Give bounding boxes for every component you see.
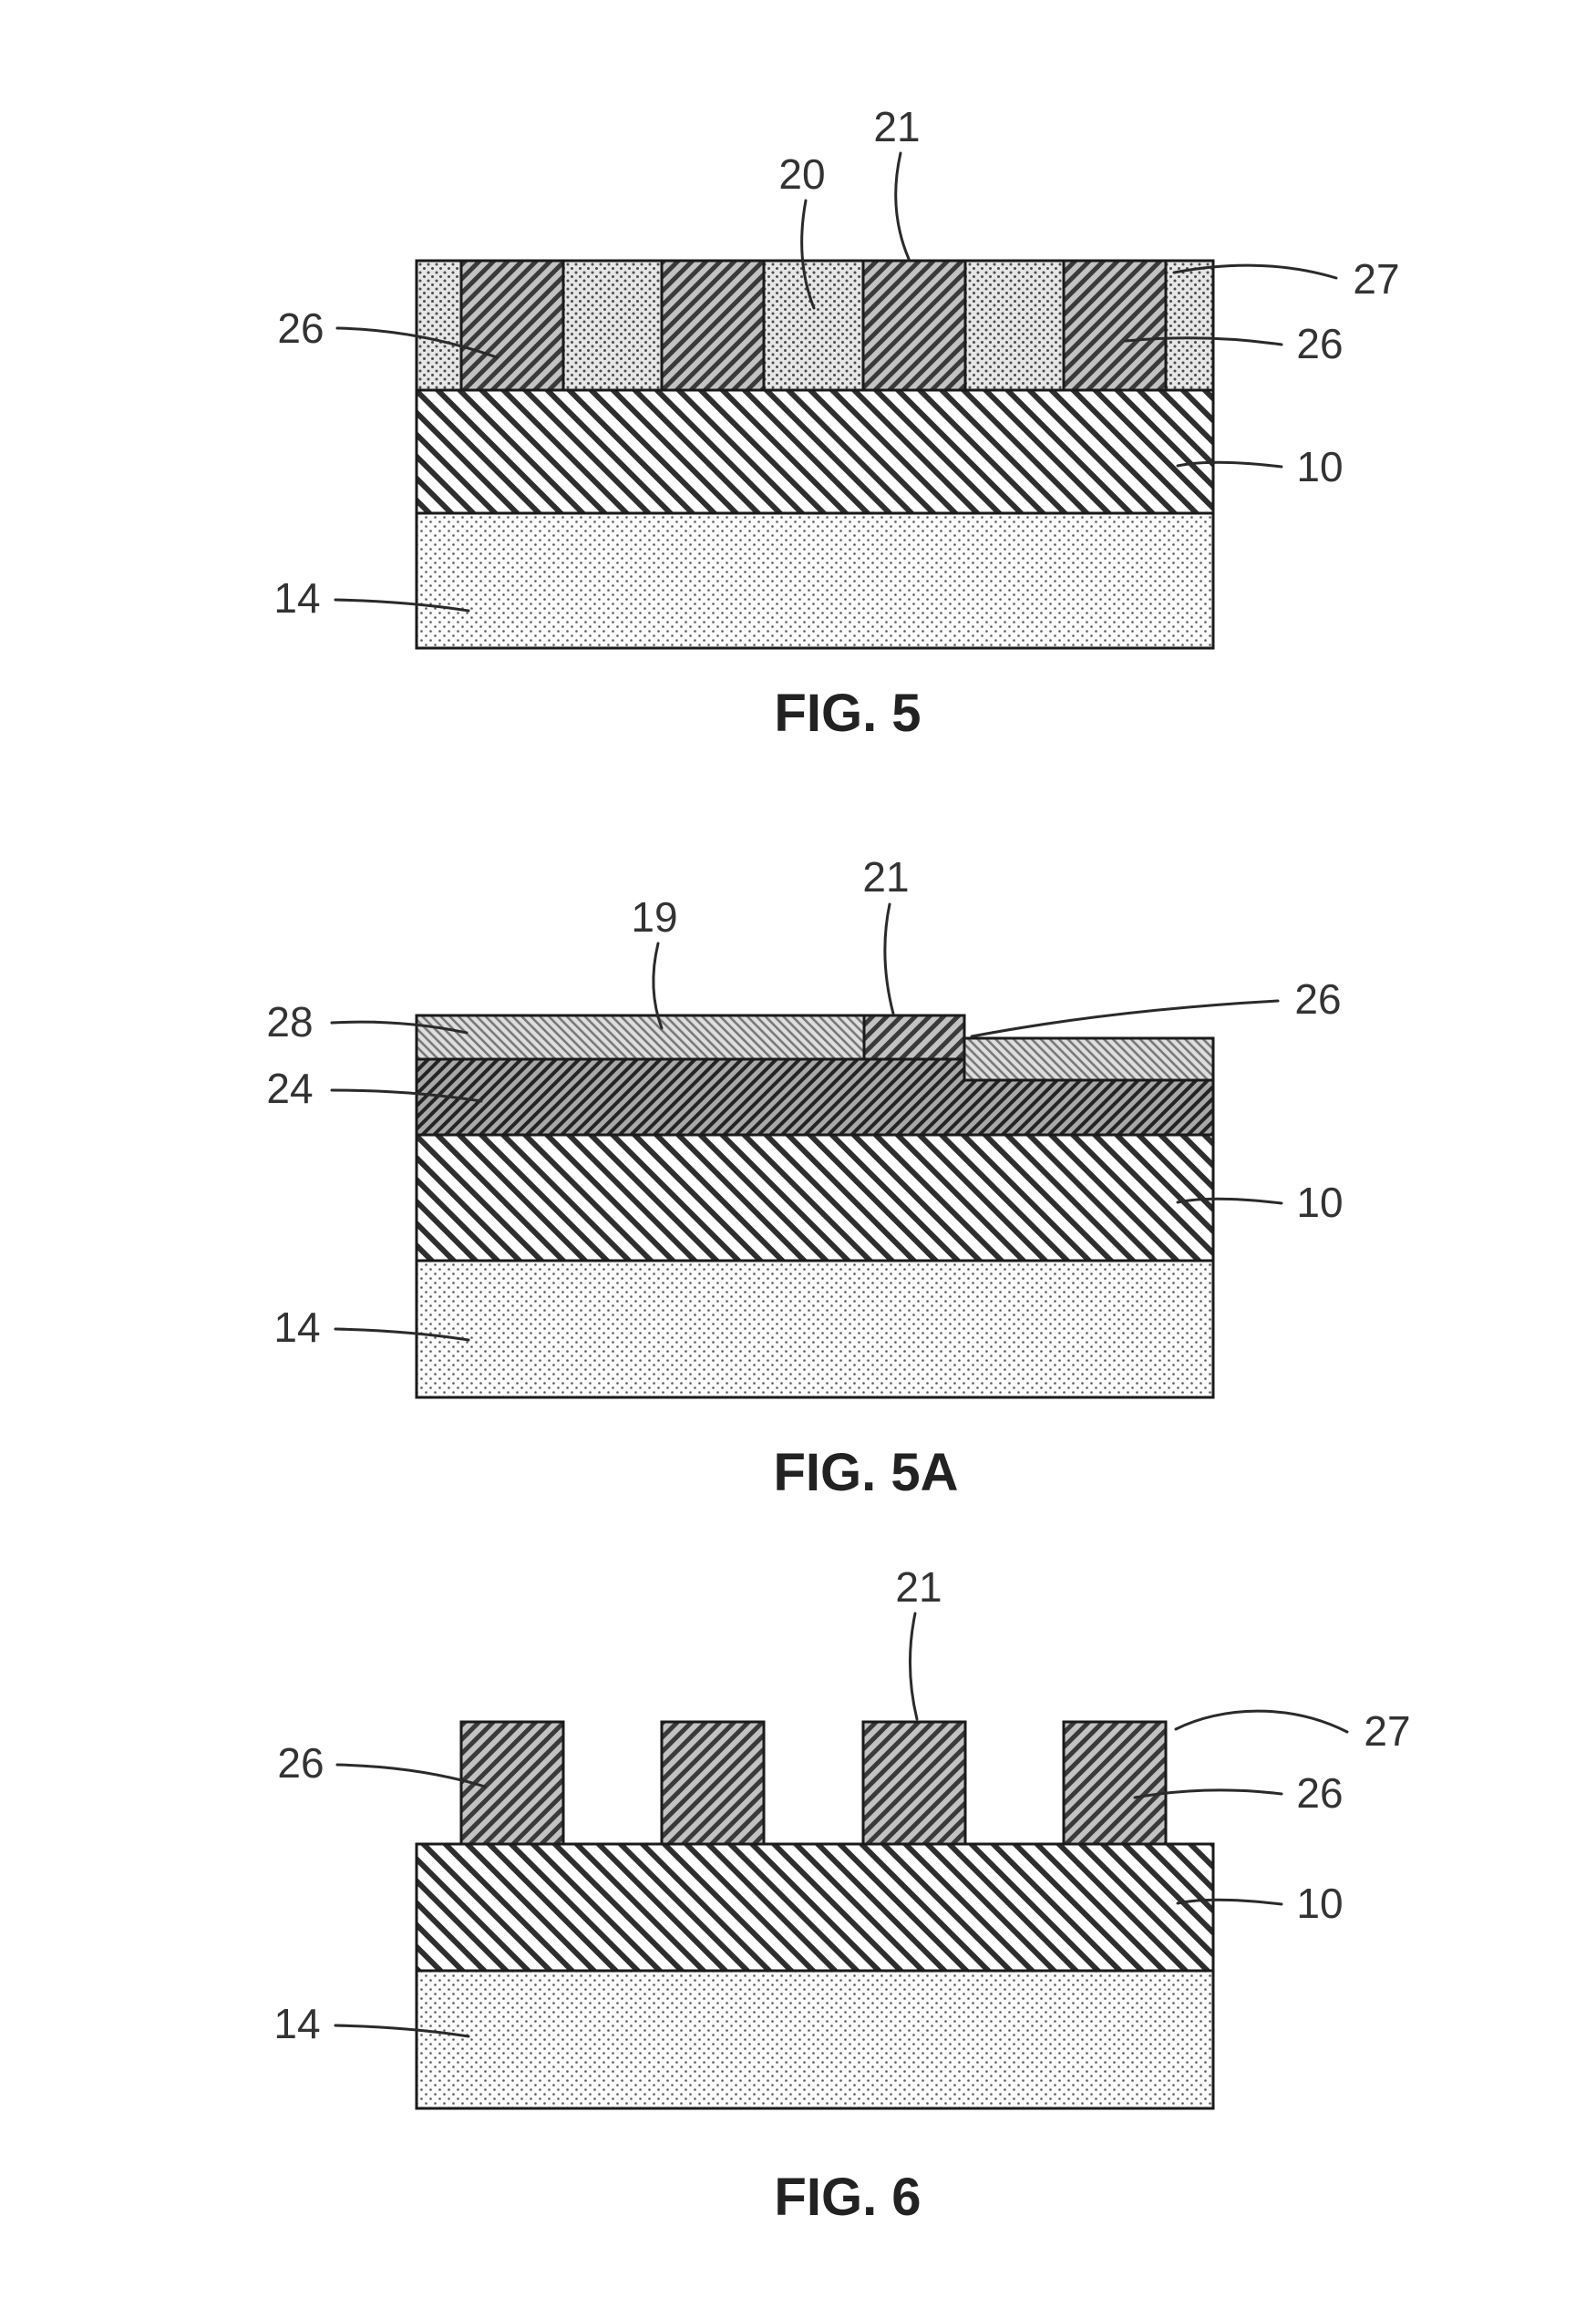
fig6-diagram: 21 26 27 26 10 14 FIG. 6 <box>273 1563 1410 2227</box>
fig5-leader-27 <box>1172 263 1338 280</box>
fig6-block-26-1 <box>459 1720 565 1846</box>
fig5a-block-21 <box>862 1014 966 1061</box>
fig5-label-26-left: 26 <box>277 304 324 352</box>
fig5a-leader-10 <box>1176 1197 1283 1205</box>
fig6-layer-14 <box>415 1969 1215 2110</box>
fig5-leader-26-right <box>1124 336 1283 346</box>
fig5-label-21: 21 <box>873 103 920 150</box>
fig5a-leader-26 <box>970 999 1280 1038</box>
fig5a-layer-14 <box>415 1259 1215 1399</box>
fig5a-layer-10 <box>415 1133 1215 1262</box>
fig5-block-26-1 <box>459 259 565 392</box>
fig6-caption: FIG. 6 <box>774 2168 921 2227</box>
fig5-layer-14 <box>415 511 1215 650</box>
fig6-layer-10 <box>415 1842 1215 1973</box>
fig5a-label-21: 21 <box>862 853 909 901</box>
fig5a-leader-14 <box>334 1327 470 1342</box>
fig6-leader-21 <box>908 1612 919 1721</box>
fig5a-diagram: 19 21 26 28 24 10 14 FIG. 5A <box>266 853 1343 1502</box>
fig5-label-27: 27 <box>1353 255 1399 303</box>
fig6-block-26-3 <box>1062 1720 1168 1846</box>
fig5-block-26-3 <box>1062 259 1168 392</box>
fig5-leader-10 <box>1176 460 1283 469</box>
fig6-label-26-right: 26 <box>1296 1769 1343 1817</box>
fig6-label-10: 10 <box>1296 1880 1343 1927</box>
fig5a-label-28: 28 <box>266 998 313 1046</box>
fig5-label-26-right: 26 <box>1296 320 1343 367</box>
fig5-label-10: 10 <box>1296 443 1343 490</box>
fig5-diagram: 21 20 26 27 26 10 14 FIG. 5 <box>273 103 1399 743</box>
fig5a-layer-28-left <box>415 1014 866 1061</box>
fig5-caption: FIG. 5 <box>774 684 921 743</box>
fig5-leader-20 <box>800 199 816 310</box>
fig5-label-20: 20 <box>778 150 825 198</box>
fig6-leader-14 <box>334 2024 470 2038</box>
fig5a-label-24: 24 <box>266 1065 313 1112</box>
fig5-leader-14 <box>334 598 470 613</box>
fig5-leader-21 <box>894 151 911 261</box>
fig5a-leader-24 <box>330 1088 483 1103</box>
fig5a-leader-19 <box>652 942 664 1030</box>
fig5a-layer-28-right <box>963 1036 1215 1082</box>
fig5-layer-10 <box>415 388 1215 515</box>
fig5a-label-10: 10 <box>1296 1179 1343 1226</box>
fig5a-label-14: 14 <box>273 1303 320 1351</box>
fig6-label-26-left: 26 <box>277 1739 324 1787</box>
fig6-leader-10 <box>1176 1898 1283 1906</box>
fig5a-leader-21 <box>883 902 895 1015</box>
fig6-label-27: 27 <box>1364 1707 1410 1755</box>
fig5-block-26-2 <box>660 259 766 392</box>
fig5-block-21 <box>861 259 967 392</box>
fig5a-caption: FIG. 5A <box>773 1443 958 1502</box>
fig6-block-21 <box>861 1720 967 1846</box>
fig6-block-26-2 <box>660 1720 766 1846</box>
fig6-label-21: 21 <box>895 1563 942 1611</box>
fig6-leader-26-right <box>1133 1788 1283 1799</box>
fig5-label-14: 14 <box>273 574 320 622</box>
fig6-label-14: 14 <box>273 2000 320 2047</box>
fig5a-label-19: 19 <box>631 893 677 941</box>
fig6-leader-27 <box>1174 1709 1349 1734</box>
fig6-leader-26-left <box>335 1763 487 1788</box>
fig5a-label-26: 26 <box>1294 975 1341 1023</box>
fig5a-leader-28 <box>330 1020 469 1035</box>
fig5-leader-26-left <box>335 326 499 359</box>
